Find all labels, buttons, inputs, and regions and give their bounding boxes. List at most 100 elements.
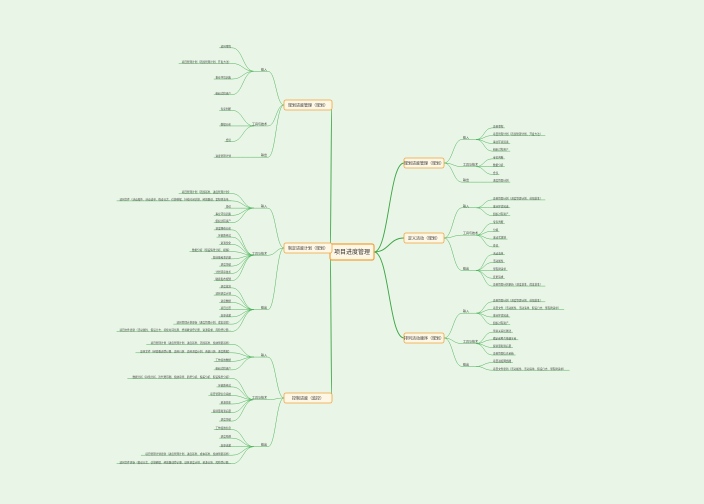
leaf-item: 活动属性 [493, 259, 504, 263]
leaf-item: 项目日历 [221, 306, 232, 310]
connector-line [231, 125, 255, 142]
connector-line [231, 207, 255, 216]
category-label: 输入 [463, 203, 469, 208]
leaf-item: 项目管理信息系统 [493, 352, 514, 356]
category-label: 工具与技术 [463, 339, 478, 344]
leaf-item: 项目管理信息系统 [210, 392, 231, 396]
connector-line [231, 200, 255, 209]
leaf-item: 会议 [493, 244, 499, 248]
leaf-item: 事业环境因素 [215, 212, 231, 216]
leaf-item: 项目章程 [221, 44, 232, 48]
connector-line [443, 207, 463, 239]
branch-node[interactable] [283, 392, 333, 404]
branch-node[interactable] [283, 242, 333, 254]
leaf-item: 进度预测 [221, 435, 232, 439]
leaf-item: 项目管理计划（范围基准、进度管理计划） [182, 190, 231, 194]
connector-line [267, 247, 285, 310]
connector-line [231, 344, 255, 358]
category-label: 工具与技术 [252, 250, 267, 255]
connector-line [231, 255, 255, 274]
category-label: 输入 [261, 66, 267, 71]
leaf-item: 会议 [493, 171, 499, 175]
leaf-item: 紧前关系绘图法 [493, 329, 512, 333]
branch-node-label: 排列活动顺序（规划） [404, 334, 444, 340]
leaf-item: 关键路径法 [218, 234, 231, 238]
connector-line [231, 236, 255, 256]
branch-node[interactable] [403, 157, 445, 169]
leaf-item: 计划评审技术 [215, 270, 231, 274]
leaf-item: 项目管理计划（进度管理计划、范围基准） [493, 298, 542, 302]
connector-line [373, 162, 405, 253]
leaf-item: 组织过程资产 [493, 148, 509, 152]
connector-line [231, 429, 255, 447]
connector-line [443, 337, 463, 367]
connector-line [443, 139, 463, 164]
branch-node[interactable] [403, 332, 445, 344]
connector-line [231, 71, 255, 80]
connector-line [231, 207, 255, 223]
leaf-item: 活动清单 [493, 251, 504, 255]
connector-line [443, 234, 463, 239]
leaf-item: 资源优化 [221, 401, 232, 405]
connector-line [475, 270, 493, 279]
leaf-item: 里程碑清单 [493, 267, 506, 271]
category-label: 输入 [463, 308, 469, 313]
leaf-item: 滚动式规划 [493, 236, 506, 240]
leaf-item: 项目管理计划更新（进度管理计划、成本基准） [177, 321, 231, 325]
connector-line [475, 158, 493, 167]
connector-line [267, 104, 285, 158]
category-label: 输出 [261, 152, 267, 157]
category-label: 输出 [463, 177, 469, 182]
connector-line [231, 193, 255, 209]
connector-line [267, 247, 285, 256]
connector-line [329, 251, 333, 399]
connector-line [231, 378, 255, 400]
connector-line [231, 309, 255, 332]
connector-line [475, 254, 493, 271]
connector-line [231, 386, 255, 400]
leaf-item: 进度压缩 [221, 263, 232, 267]
connector-line [475, 343, 493, 356]
branch-node[interactable] [403, 232, 445, 244]
connector-line [443, 162, 463, 183]
connector-line [475, 166, 493, 175]
leaf-item: 项目管理计划更新（进度基准、成本基准） [493, 283, 542, 287]
connector-line [475, 234, 493, 248]
leaf-item: 进度压缩 [221, 418, 232, 422]
leaf-item: 会议 [226, 138, 232, 142]
connector-line [443, 237, 463, 271]
leaf-item: 工作绩效数据 [215, 358, 231, 362]
category-label: 输入 [463, 135, 469, 140]
connector-line [231, 309, 255, 325]
branch-node-label: 控制进度（监控） [292, 394, 324, 400]
connector-line [231, 229, 255, 256]
connector-line [231, 437, 255, 447]
leaf-item: 进度管理计划 [215, 154, 231, 158]
category-label: 工具与技术 [252, 121, 267, 126]
leaf-item: 项目管理计划（范围管理计划、开发方法） [493, 132, 542, 136]
connector-line [443, 312, 463, 339]
connector-line [267, 104, 285, 127]
branch-node[interactable] [283, 99, 333, 111]
connector-line [475, 362, 493, 367]
category-label: 输入 [261, 352, 267, 357]
connector-line [231, 446, 255, 464]
leaf-item: 专家判断 [493, 220, 504, 224]
connector-line [231, 287, 255, 310]
leaf-item: 项目文件（经验教训登记册、项目日历、项目进度计划、资源日历、进度数据） [140, 349, 231, 353]
connector-line [475, 312, 493, 325]
branch-node-label: 制定进度计划（规划） [288, 244, 328, 250]
leaf-item: 项目章程 [493, 124, 504, 128]
leaf-item: 组织过程资产 [215, 219, 231, 223]
connector-line [267, 356, 285, 399]
connector-line [231, 47, 255, 72]
leaf-item: 变更请求 [493, 275, 504, 279]
leaf-item: 提前量和滞后量 [213, 255, 232, 259]
leaf-item: 项目文件（活动属性、活动清单、假设日志、估算依据、持续时间估算、经验教训、里程碑… [119, 197, 231, 201]
leaf-item: 分解 [493, 228, 499, 232]
leaf-item: 数据分析（假设情景分析、模拟） [192, 248, 231, 252]
leaf-item: 项目管理计划更新（进度管理计划、进度基准、成本基准、绩效测量基准） [145, 452, 231, 456]
leaf-item: 组织过程资产 [493, 212, 509, 216]
category-label: 输出 [261, 442, 267, 447]
